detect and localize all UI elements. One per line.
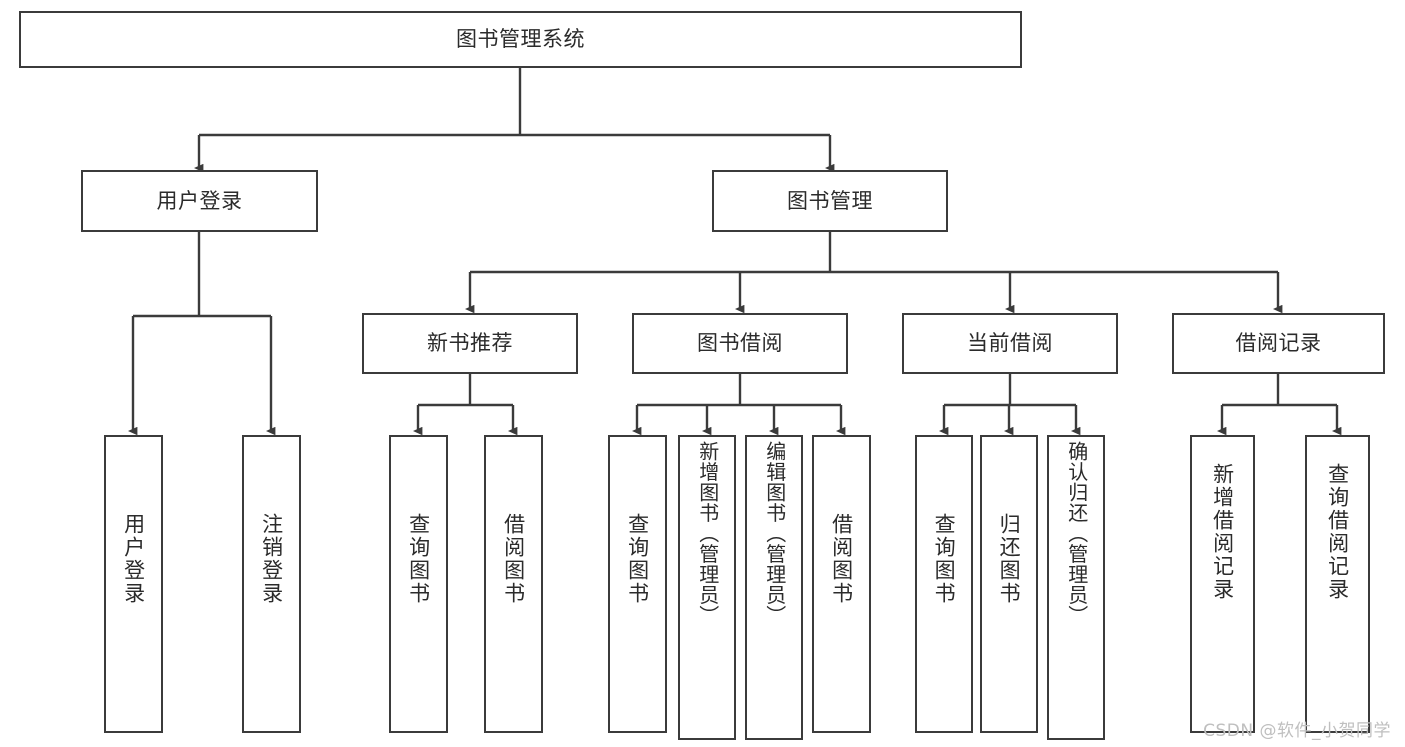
leaf-current-confirm-return[interactable]: 确认归还（管理员） [1047, 435, 1105, 740]
leaf-borrow-borrow-book-label: 借阅图书 [829, 513, 854, 605]
node-book-manage[interactable]: 图书管理 [712, 170, 948, 232]
leaf-borrow-query-book-label: 查询图书 [625, 513, 650, 605]
leaf-current-query-book-label: 查询图书 [932, 513, 957, 605]
leaf-recommend-borrow-book-label: 借阅图书 [501, 513, 526, 605]
leaf-logout[interactable]: 注销登录 [242, 435, 301, 733]
node-user-login-label: 用户登录 [156, 188, 243, 213]
leaf-current-query-book[interactable]: 查询图书 [915, 435, 973, 733]
leaf-recommend-query-book[interactable]: 查询图书 [389, 435, 448, 733]
node-current-borrow[interactable]: 当前借阅 [902, 313, 1118, 374]
node-book-borrow-label: 图书借阅 [697, 331, 783, 356]
leaf-record-query-label: 查询借阅记录 [1325, 463, 1350, 601]
node-new-book-recommend[interactable]: 新书推荐 [362, 313, 578, 374]
node-new-book-recommend-label: 新书推荐 [427, 331, 513, 356]
node-user-login[interactable]: 用户登录 [81, 170, 318, 232]
node-book-manage-label: 图书管理 [787, 188, 873, 213]
leaf-recommend-borrow-book[interactable]: 借阅图书 [484, 435, 543, 733]
watermark: CSDN @软件_小贺同学 [1203, 721, 1391, 741]
leaf-borrow-add-book-label: 新增图书（管理员） [695, 441, 720, 626]
leaf-borrow-edit-book-label: 编辑图书（管理员） [762, 441, 787, 626]
node-book-borrow[interactable]: 图书借阅 [632, 313, 848, 374]
leaf-current-confirm-return-label: 确认归还（管理员） [1064, 441, 1089, 626]
leaf-borrow-query-book[interactable]: 查询图书 [608, 435, 667, 733]
node-root-label: 图书管理系统 [456, 27, 585, 52]
leaf-record-query[interactable]: 查询借阅记录 [1305, 435, 1370, 733]
node-current-borrow-label: 当前借阅 [967, 331, 1053, 356]
leaf-logout-label: 注销登录 [259, 513, 284, 605]
node-root[interactable]: 图书管理系统 [19, 11, 1022, 68]
leaf-recommend-query-book-label: 查询图书 [406, 513, 431, 605]
leaf-record-add-label: 新增借阅记录 [1210, 463, 1235, 601]
leaf-record-add[interactable]: 新增借阅记录 [1190, 435, 1255, 733]
node-borrow-record-label: 借阅记录 [1235, 331, 1322, 356]
leaf-current-return-book[interactable]: 归还图书 [980, 435, 1038, 733]
leaf-current-return-book-label: 归还图书 [997, 513, 1022, 605]
node-borrow-record[interactable]: 借阅记录 [1172, 313, 1385, 374]
leaf-borrow-add-book[interactable]: 新增图书（管理员） [678, 435, 736, 740]
leaf-user-login-label: 用户登录 [121, 513, 146, 605]
leaf-user-login[interactable]: 用户登录 [104, 435, 163, 733]
leaf-borrow-edit-book[interactable]: 编辑图书（管理员） [745, 435, 803, 740]
leaf-borrow-borrow-book[interactable]: 借阅图书 [812, 435, 871, 733]
